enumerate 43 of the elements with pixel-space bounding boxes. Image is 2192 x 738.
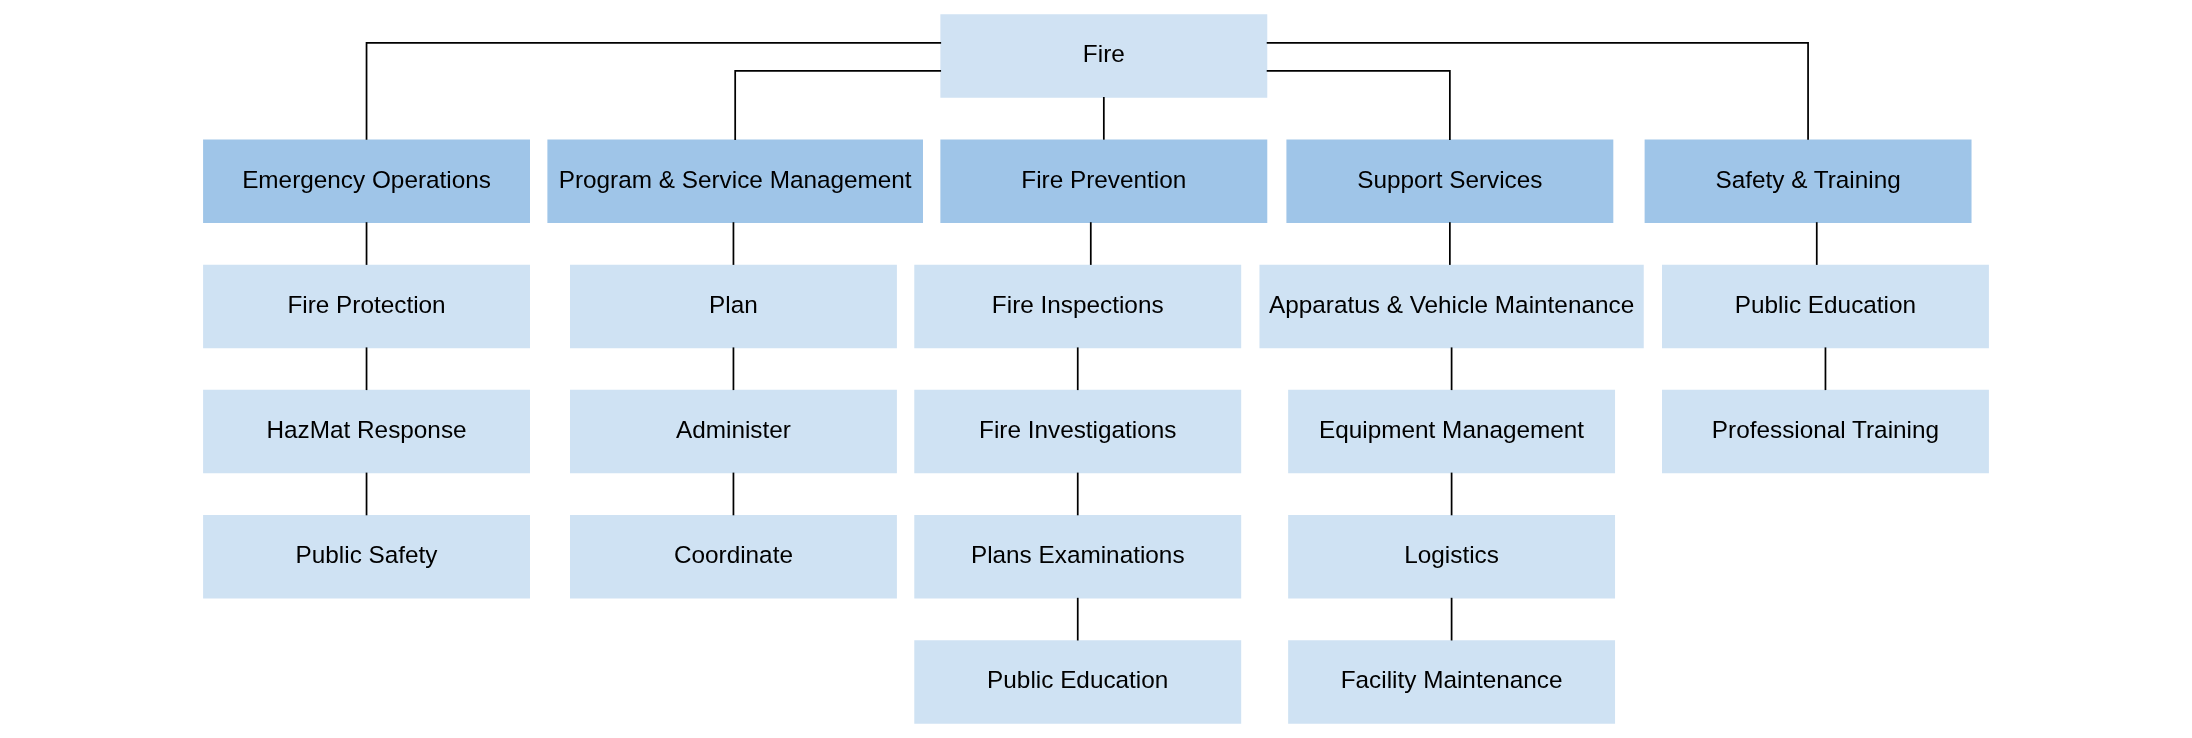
node-box: Coordinate [570, 515, 897, 599]
node-box: Public Safety [203, 515, 530, 599]
node-box: Apparatus & Vehicle Maintenance [1259, 264, 1644, 349]
connector [734, 69, 942, 141]
connector [1265, 69, 1451, 141]
node-box: Public Education [1662, 264, 1989, 349]
node-box: Plans Examinations [914, 515, 1242, 599]
connector [1450, 346, 1453, 391]
connector [1265, 42, 1809, 141]
node-box: Public Education [914, 640, 1242, 724]
node-box: Plan [570, 264, 897, 349]
node-box: Logistics [1288, 515, 1616, 599]
connector [1450, 596, 1453, 642]
node-box: Program & Service Management [547, 139, 923, 223]
connector [1449, 221, 1451, 266]
node-box: Administer [570, 389, 897, 474]
connector [365, 346, 368, 391]
node-box: Fire Prevention [940, 139, 1268, 223]
node-box: Fire [940, 14, 1268, 98]
connector [732, 221, 735, 266]
connector [1076, 596, 1079, 642]
node-box: Equipment Management [1288, 389, 1616, 474]
node-box: Professional Training [1662, 389, 1989, 474]
connector [365, 471, 368, 517]
node-box: Emergency Operations [203, 139, 530, 223]
connector [1450, 471, 1453, 517]
connector [1824, 346, 1827, 391]
connector [1102, 96, 1105, 141]
node-box: Safety & Training [1644, 139, 1972, 223]
node-box: Fire Investigations [914, 389, 1242, 474]
node-box: Fire Inspections [914, 264, 1242, 349]
connector [1089, 221, 1092, 266]
connector [1076, 471, 1079, 517]
connector [1076, 346, 1079, 391]
node-box: Fire Protection [203, 264, 530, 349]
connector [365, 221, 368, 266]
connector [1815, 221, 1818, 266]
connector [732, 471, 735, 517]
connector [365, 42, 942, 141]
connector [732, 346, 735, 391]
node-box: Facility Maintenance [1288, 640, 1616, 724]
node-box: Support Services [1286, 139, 1614, 223]
node-box: HazMat Response [203, 389, 530, 474]
